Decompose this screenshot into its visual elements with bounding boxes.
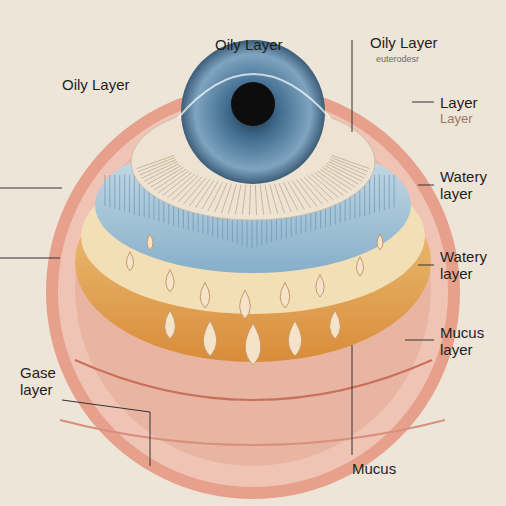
pupil <box>231 82 275 126</box>
ridge-line <box>255 185 256 215</box>
droplet <box>166 270 174 292</box>
part-label: Oily Layer <box>370 34 438 51</box>
ridge-line <box>274 184 284 213</box>
ridge-line <box>332 155 370 168</box>
wall-line <box>60 420 445 445</box>
droplet <box>245 323 261 365</box>
droplet <box>330 310 341 339</box>
droplet <box>126 252 133 271</box>
fiber-line <box>124 175 125 212</box>
droplet <box>316 275 324 297</box>
fiber-line <box>379 175 380 212</box>
ridge-line <box>167 174 195 198</box>
droplet <box>377 234 383 250</box>
droplets <box>126 234 383 365</box>
leader-lines <box>0 40 434 466</box>
ridge-line <box>136 155 174 168</box>
droplet <box>203 321 216 356</box>
part-label: Oily Layer <box>215 36 283 53</box>
ridge-line <box>311 174 339 198</box>
fiber-line <box>394 175 395 207</box>
fiber-line <box>134 175 135 214</box>
droplet <box>240 290 251 319</box>
ridge-line <box>140 160 177 175</box>
fiber-line <box>105 175 106 206</box>
ridge-line <box>331 158 368 172</box>
fiber-line <box>374 175 375 213</box>
droplet <box>200 282 210 308</box>
ridge-line <box>330 160 367 175</box>
ridge-line <box>228 184 236 214</box>
droplet <box>288 321 301 356</box>
part-label: Mucus layer <box>440 324 502 359</box>
ridge-line <box>150 167 183 187</box>
fiber-line <box>119 175 120 210</box>
ridge-line <box>317 171 348 193</box>
fiber-line <box>384 175 385 210</box>
ridge-line <box>147 165 181 184</box>
iris <box>181 40 325 184</box>
ridge-line <box>138 158 175 172</box>
cornea <box>178 74 330 118</box>
ridge-line <box>242 185 245 215</box>
fiber-line <box>369 175 370 214</box>
ridge-line <box>154 169 186 190</box>
ridge-line <box>328 162 364 179</box>
part-label: Oily Layer <box>62 76 130 93</box>
ridge-line <box>265 185 271 215</box>
ridge-line <box>235 185 241 215</box>
part-label: Gase layer <box>20 364 68 399</box>
ridge-line <box>208 182 222 210</box>
ridge-line <box>327 164 362 182</box>
ridge-line <box>279 183 291 212</box>
part-label: Layer <box>440 112 473 127</box>
fiber-line <box>109 175 110 207</box>
ridge-line <box>314 173 343 196</box>
ridge-line <box>296 179 317 206</box>
droplet <box>147 234 153 250</box>
ridge-line <box>142 162 178 179</box>
fiber-line <box>389 175 390 209</box>
ridge-line <box>300 178 322 204</box>
ridge-line <box>260 185 263 215</box>
ridge-line <box>172 176 198 201</box>
droplet <box>165 310 176 339</box>
droplet <box>356 257 363 276</box>
ridge-line <box>183 178 205 204</box>
ridge-line <box>178 177 202 202</box>
fiber-line <box>114 175 115 209</box>
wall-line <box>75 360 432 400</box>
ridge-line <box>249 185 250 215</box>
droplet <box>280 282 290 308</box>
ridge-line <box>320 169 352 190</box>
part-label: Watery layer <box>440 248 502 283</box>
ridge-line <box>144 164 179 182</box>
fiber-line <box>129 175 130 213</box>
part-label: euterodesr <box>376 54 419 64</box>
part-label: Layer <box>440 94 478 111</box>
part-label: Watery layer <box>440 168 502 203</box>
ridge-line <box>215 183 227 212</box>
part-label: Mucus <box>352 460 396 477</box>
